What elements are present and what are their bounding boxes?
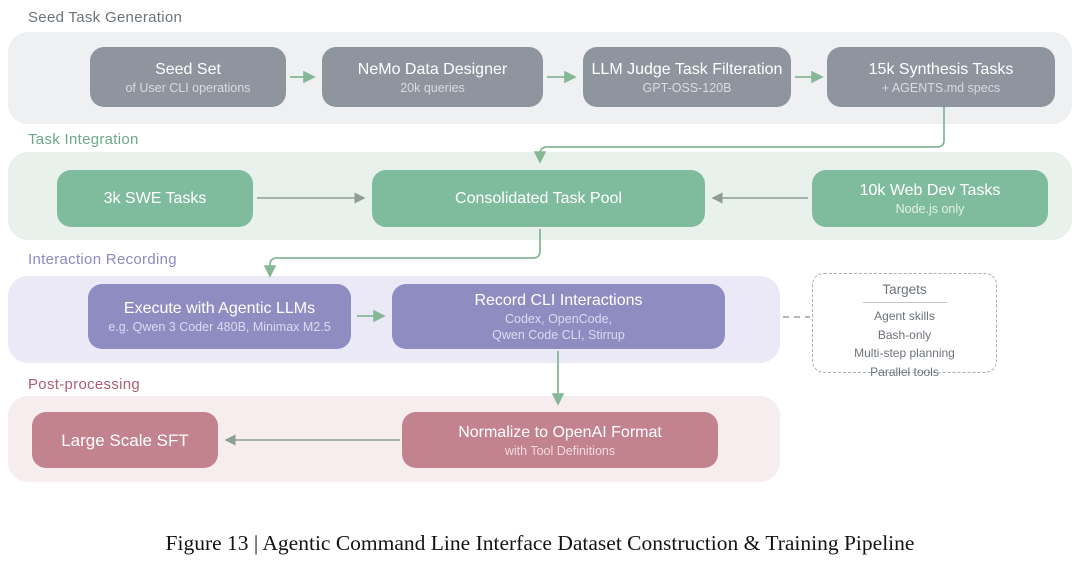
- node-subtitle: + AGENTS.md specs: [881, 80, 1001, 95]
- node-title: Seed Set: [155, 60, 221, 78]
- node-3k-swe-tasks: 3k SWE Tasks: [57, 170, 253, 227]
- node-title: 3k SWE Tasks: [103, 190, 207, 207]
- node-subtitle: GPT-OSS-120B: [642, 80, 732, 95]
- section-label-interaction-recording: Interaction Recording: [28, 251, 177, 268]
- targets-title: Targets: [862, 281, 947, 303]
- section-label-post-processing: Post-processing: [28, 376, 141, 393]
- section-label-seed-task-generation: Seed Task Generation: [28, 9, 183, 26]
- node-subtitle: e.g. Qwen 3 Coder 480B, Minimax M2.5: [108, 320, 331, 334]
- node-title: Normalize to OpenAI Format: [458, 423, 662, 441]
- node-title: 10k Web Dev Tasks: [859, 182, 1001, 199]
- node-subtitle: 20k queries: [400, 80, 465, 95]
- targets-panel: Targets Agent skills Bash-only Multi-ste…: [812, 273, 997, 379]
- targets-list: Agent skills Bash-only Multi-step planni…: [813, 307, 996, 381]
- node-subtitle: Codex, OpenCode,: [504, 312, 612, 326]
- targets-item: Bash-only: [877, 327, 932, 342]
- node-10k-web-dev-tasks: 10k Web Dev Tasks Node.js only: [812, 170, 1048, 227]
- node-15k-synthesis-tasks: 15k Synthesis Tasks + AGENTS.md specs: [827, 47, 1055, 107]
- node-title: Large Scale SFT: [61, 430, 189, 450]
- node-consolidated-task-pool: Consolidated Task Pool: [372, 170, 705, 227]
- node-seed-set: Seed Set of User CLI operations: [90, 47, 286, 107]
- targets-item: Agent skills: [874, 309, 935, 323]
- node-title: Consolidated Task Pool: [455, 190, 622, 207]
- targets-item: Parallel tools: [870, 364, 939, 379]
- figure-caption: Figure 13 | Agentic Command Line Interfa…: [165, 531, 915, 555]
- node-subtitle: Node.js only: [895, 202, 965, 216]
- node-normalize-openai-format: Normalize to OpenAI Format with Tool Def…: [402, 412, 718, 468]
- node-llm-judge-filteration: LLM Judge Task Filteration GPT-OSS-120B: [583, 47, 791, 107]
- node-subtitle: with Tool Definitions: [504, 443, 616, 458]
- node-large-scale-sft: Large Scale SFT: [32, 412, 218, 468]
- section-label-task-integration: Task Integration: [28, 131, 139, 148]
- node-nemo-data-designer: NeMo Data Designer 20k queries: [322, 47, 543, 107]
- targets-item: Multi-step planning: [854, 346, 955, 360]
- node-title: Record CLI Interactions: [474, 292, 643, 309]
- node-execute-agentic-llms: Execute with Agentic LLMs e.g. Qwen 3 Co…: [88, 284, 351, 349]
- node-title: LLM Judge Task Filteration: [591, 60, 783, 78]
- node-subtitle-line2: Qwen Code CLI, Stirrup: [492, 328, 625, 342]
- node-title: NeMo Data Designer: [357, 60, 508, 78]
- node-subtitle: of User CLI operations: [125, 80, 251, 95]
- node-title: 15k Synthesis Tasks: [868, 60, 1014, 78]
- node-title: Execute with Agentic LLMs: [123, 300, 316, 317]
- node-record-cli-interactions: Record CLI Interactions Codex, OpenCode,…: [392, 284, 725, 349]
